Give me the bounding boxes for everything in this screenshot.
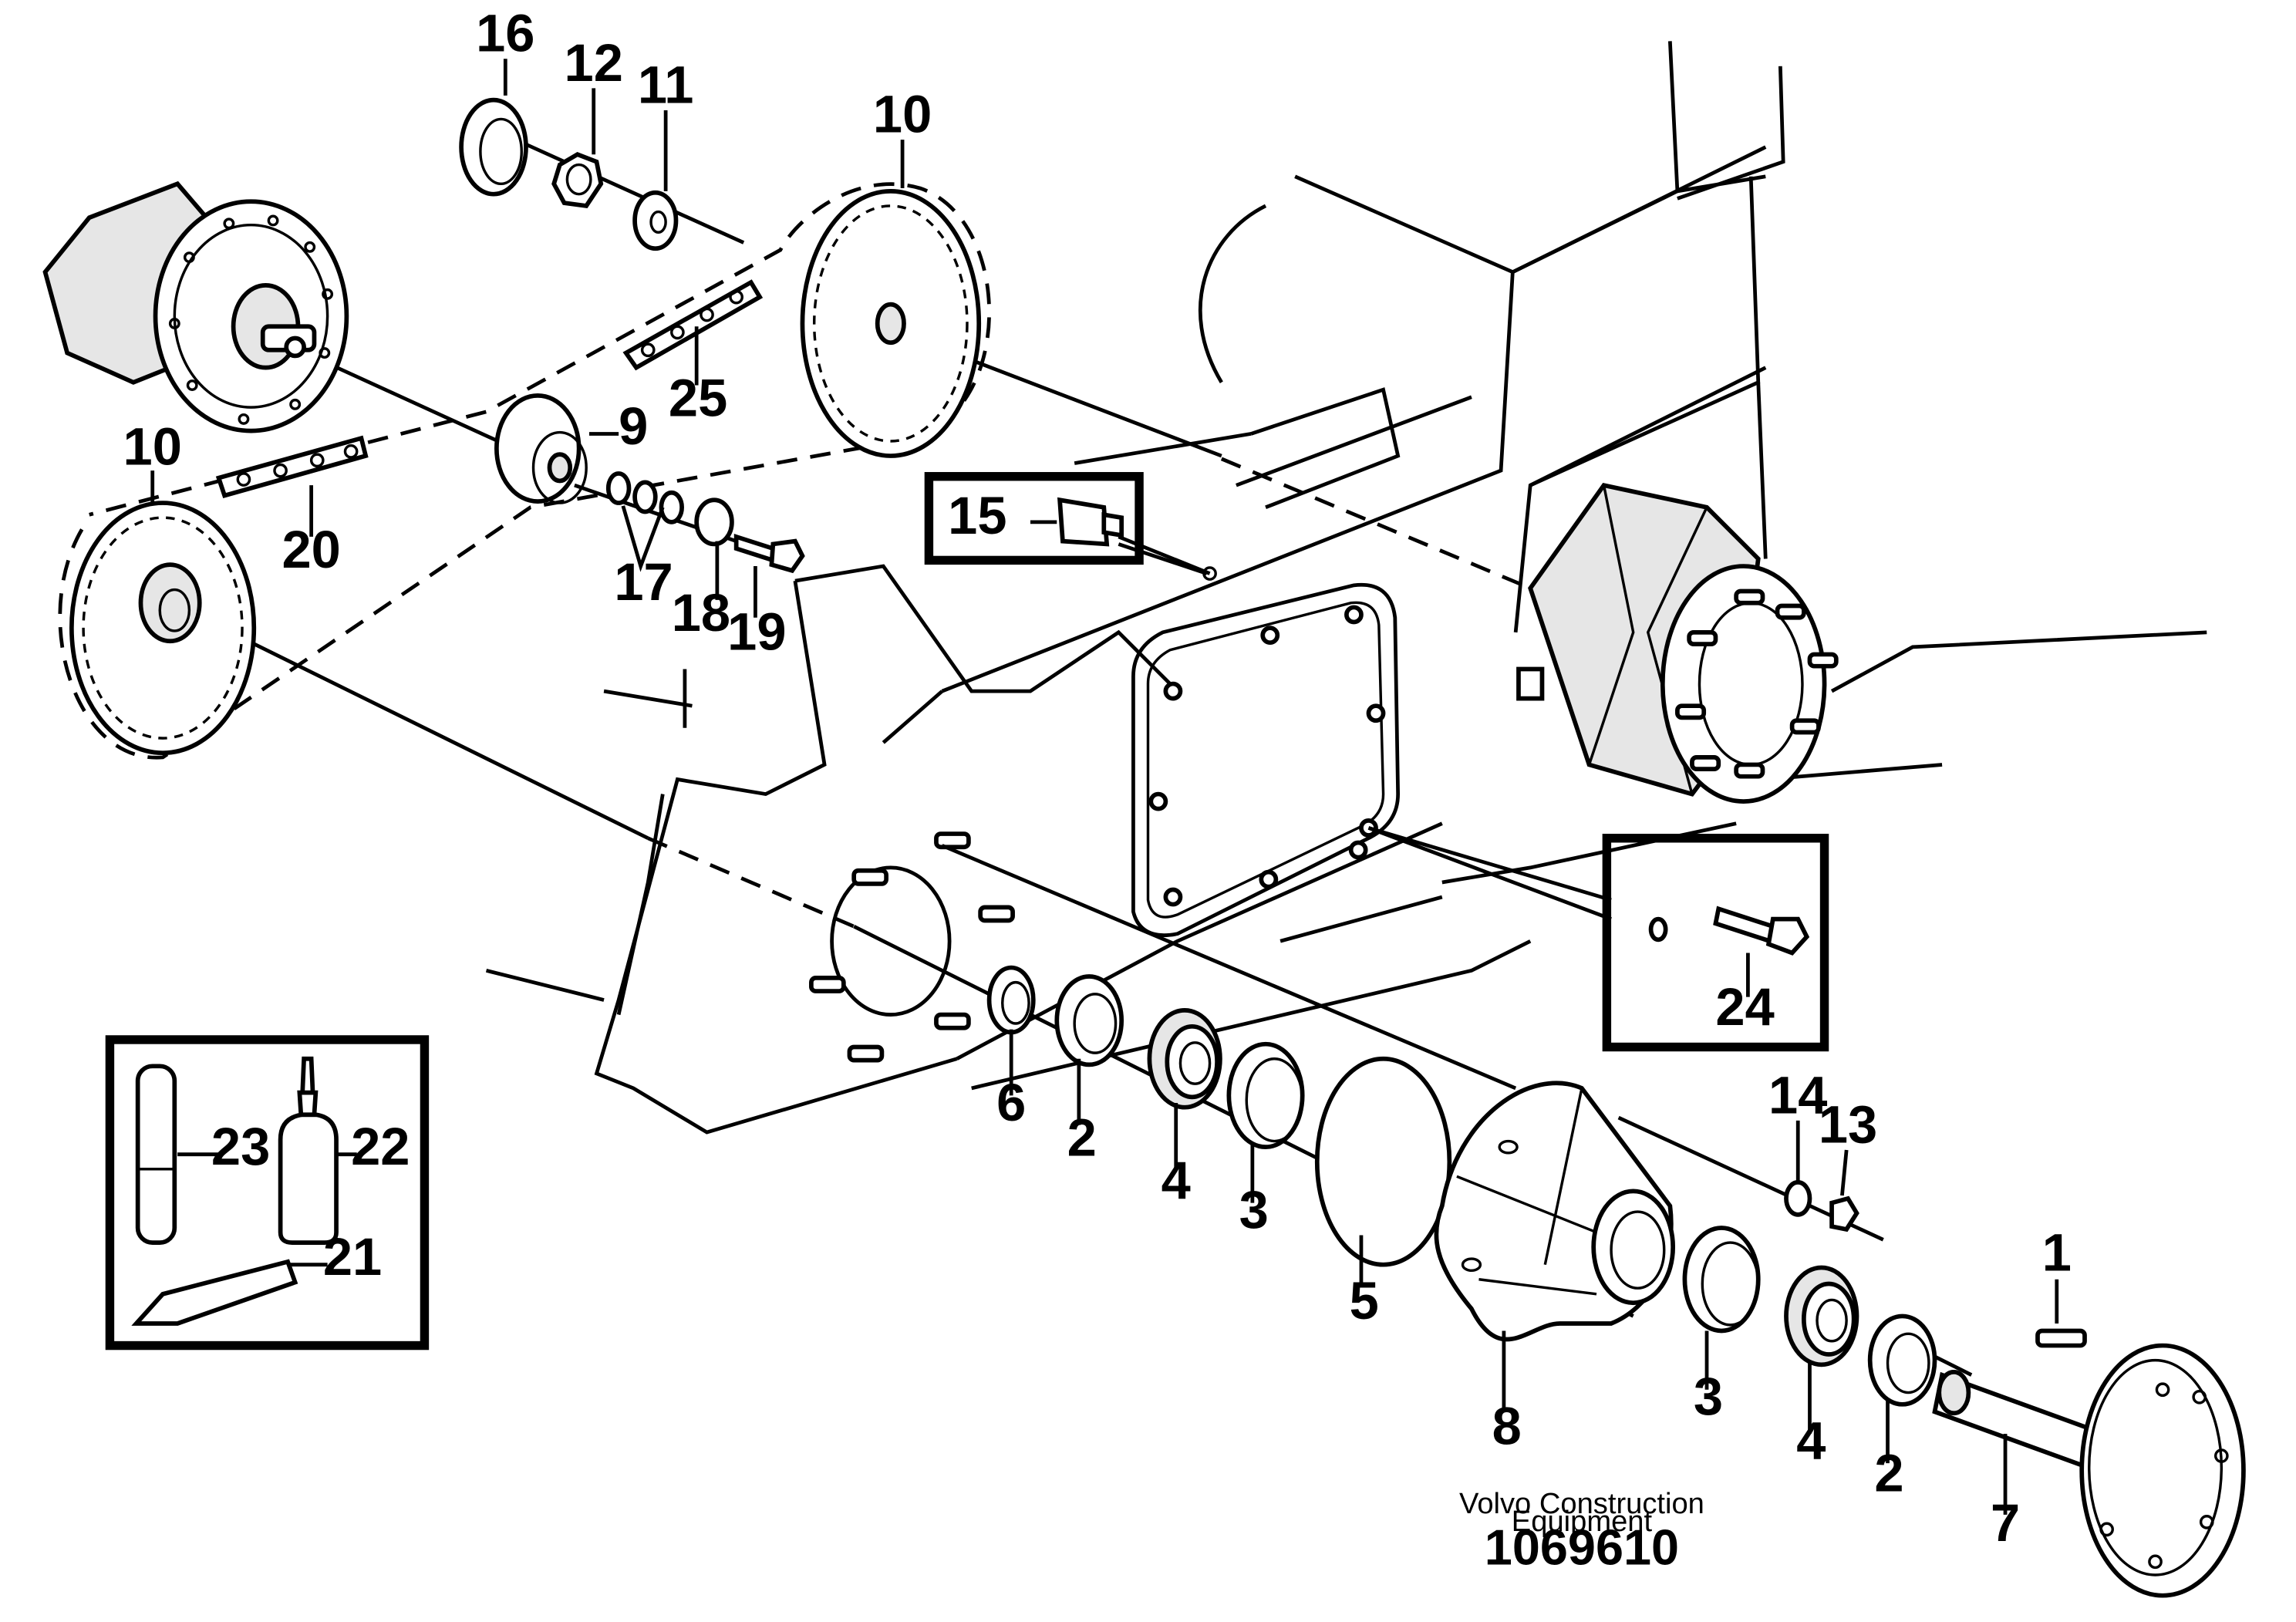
label-3-right: 3 — [1694, 1367, 1723, 1426]
seal-16 — [459, 97, 528, 197]
caption: Volvo Construction Equipment 1069610 — [1459, 1487, 1704, 1576]
label-11: 11 — [638, 55, 694, 114]
label-25: 25 — [669, 369, 727, 428]
washers-17 — [605, 471, 684, 524]
callout-box-24 — [1367, 826, 1829, 1052]
hub-8 — [1434, 1081, 1676, 1342]
label-1: 1 — [2042, 1222, 2072, 1282]
label-2-left: 2 — [1067, 1108, 1097, 1168]
label-13: 13 — [1819, 1094, 1877, 1154]
label-14: 14 — [1768, 1065, 1827, 1125]
sprocket-10-bottom — [69, 501, 257, 756]
label-16: 16 — [476, 4, 534, 63]
seal-2-left — [1054, 974, 1124, 1067]
machine-frame — [485, 41, 2207, 1135]
label-17: 17 — [614, 552, 673, 612]
chain-20 — [215, 435, 369, 499]
label-9: 9 — [619, 396, 648, 456]
caption-company-line2: Equipment — [1512, 1505, 1653, 1538]
axle-7 — [1932, 1328, 2246, 1598]
label-5: 5 — [1350, 1271, 1379, 1330]
washer-18 — [694, 497, 734, 547]
cup-3-right — [1682, 1226, 1761, 1334]
nut-13 — [1829, 1195, 1859, 1233]
label-10-bottom: 10 — [123, 416, 182, 476]
label-21: 21 — [323, 1227, 382, 1286]
part-labels: 16 12 11 10 10 9 25 20 17 18 19 15 24 6 … — [123, 4, 2072, 1553]
seal-6 — [986, 965, 1036, 1035]
leader-lines — [150, 59, 2059, 1515]
label-20: 20 — [282, 520, 340, 579]
hydraulic-motor — [42, 180, 349, 433]
consumables-box — [105, 1035, 430, 1351]
hub-housing — [1516, 482, 1839, 804]
chain-25 — [622, 279, 764, 371]
label-6: 6 — [996, 1073, 1026, 1132]
label-23: 23 — [211, 1117, 270, 1176]
bearing-4-right — [1784, 1265, 1859, 1367]
label-15: 15 — [948, 486, 1006, 545]
label-7: 7 — [1991, 1493, 2020, 1553]
bolt-19 — [733, 533, 805, 574]
label-8: 8 — [1492, 1396, 1522, 1455]
drawing-number: 1069610 — [1485, 1519, 1679, 1576]
label-22: 22 — [351, 1117, 410, 1176]
callout-box-15 — [924, 472, 1217, 581]
seal-2-right — [1867, 1313, 1937, 1407]
washer-11 — [632, 190, 679, 251]
sprocket-10-top — [800, 189, 982, 458]
label-3-left: 3 — [1239, 1180, 1269, 1239]
label-4-left: 4 — [1161, 1151, 1191, 1210]
sprocket-9 — [494, 393, 588, 504]
label-18: 18 — [672, 583, 730, 642]
label-10-top: 10 — [873, 85, 932, 144]
label-4-right: 4 — [1796, 1411, 1826, 1470]
label-12: 12 — [565, 33, 623, 93]
label-19: 19 — [727, 602, 786, 662]
nut-12 — [551, 152, 604, 208]
caption-company-line1: Volvo Construction — [1459, 1487, 1704, 1520]
label-24: 24 — [1715, 977, 1774, 1037]
bearing-4-left — [1147, 1007, 1222, 1110]
o-ring-5 — [1314, 1056, 1452, 1267]
label-2-right: 2 — [1874, 1443, 1903, 1502]
cup-3-left — [1226, 1041, 1305, 1150]
washer-14 — [1784, 1180, 1812, 1217]
